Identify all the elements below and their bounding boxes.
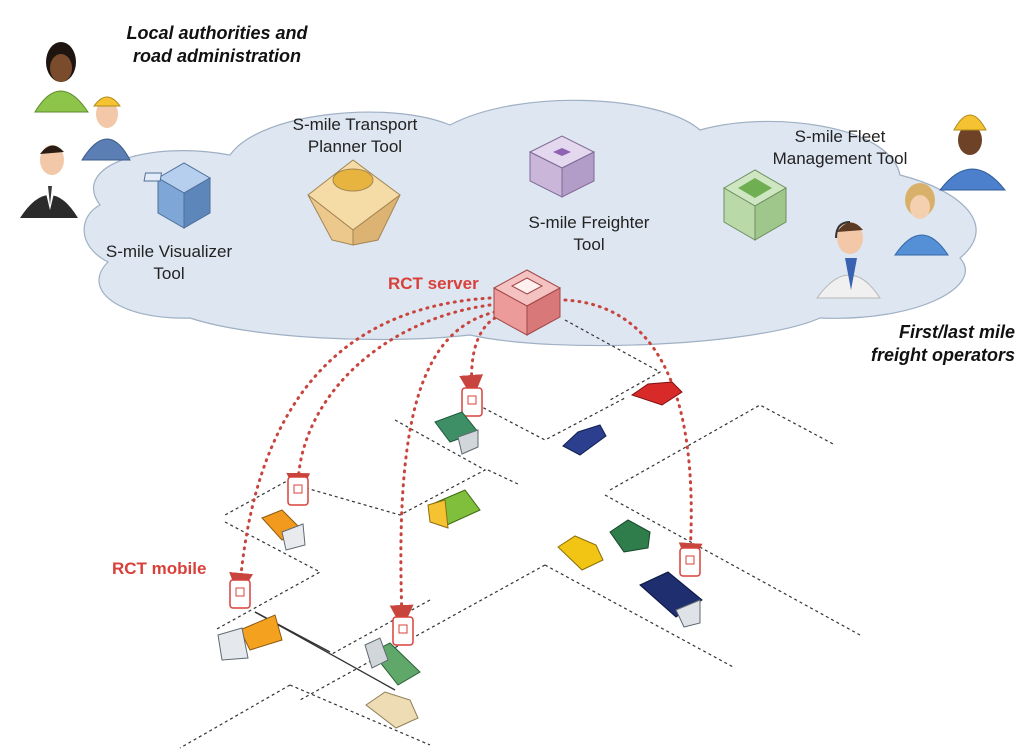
freighter-block-icon: [528, 135, 596, 198]
tractor-icon: [609, 519, 651, 553]
rct-server-block-icon: [492, 269, 562, 336]
person-woman-blonde-icon: [894, 183, 949, 256]
blue-car-icon: [562, 424, 607, 456]
orange-lorry-icon: [217, 614, 283, 661]
green-pickup-icon: [364, 637, 421, 686]
planner-tool-label: S-mile Transport Planner Tool: [292, 115, 418, 156]
planner-block-icon: [307, 159, 401, 246]
fleet-block-icon: [723, 169, 787, 241]
green-truck-icon: [434, 411, 479, 455]
rct-mobile-label: RCT mobile: [112, 559, 207, 578]
person-businessman-icon: [20, 145, 78, 218]
phone-icon: [679, 547, 701, 577]
vehicles: [217, 381, 703, 729]
phone-icon: [461, 387, 483, 417]
person-operator-headset-icon: [816, 221, 881, 299]
person-worker-icon: [81, 96, 131, 161]
cloud: [83, 99, 977, 347]
authorities-group-label: Local authorities and road administratio…: [126, 23, 308, 66]
beige-car-icon: [365, 691, 419, 729]
person-worker-woman-icon: [938, 114, 1007, 191]
person-woman-green-icon: [34, 42, 89, 113]
blue-lorry-icon: [639, 571, 703, 628]
yellow-truck-icon: [427, 489, 481, 529]
operators-group-label: First/last mile freight operators: [870, 322, 1015, 365]
red-car-icon: [630, 381, 683, 406]
phone-icon: [287, 476, 309, 506]
orange-van-icon: [261, 509, 306, 551]
visualizer-block-icon: [143, 162, 212, 229]
freighter-tool-label: S-mile Freighter Tool: [528, 213, 650, 254]
road-network: [179, 319, 861, 749]
fleet-tool-label: S-mile Fleet Management Tool: [772, 127, 908, 168]
visualizer-tool-label: S-mile Visualizer Tool: [105, 242, 233, 283]
phone-icon: [392, 616, 414, 646]
phone-icon: [229, 579, 251, 609]
connection-arcs: [229, 296, 703, 629]
taxi-icon: [557, 535, 604, 571]
rct-mobile-phones: [229, 387, 701, 646]
rct-server-label: RCT server: [388, 274, 479, 293]
